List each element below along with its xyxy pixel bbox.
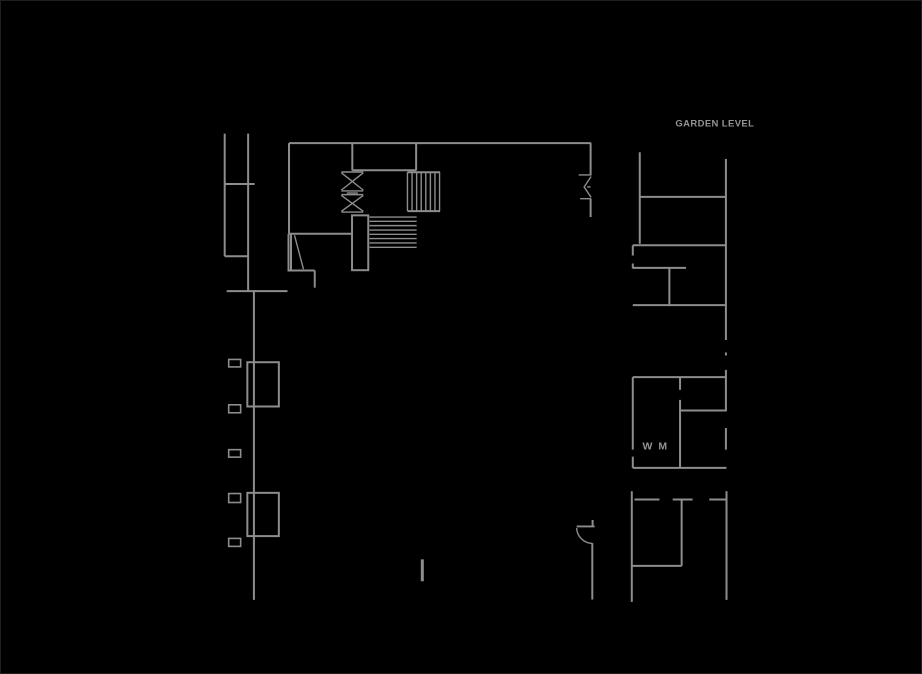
footing-square — [227, 358, 242, 368]
symbols-group — [340, 171, 593, 545]
room-label: M — [658, 442, 667, 453]
footing-square — [227, 492, 242, 504]
footing-squares-group — [227, 358, 242, 548]
walls-group — [223, 133, 728, 602]
symbol-path — [340, 193, 364, 213]
symbol-path — [575, 527, 593, 545]
level-title-label: GARDEN LEVEL — [675, 119, 754, 130]
symbol-path — [340, 171, 364, 192]
footing-square — [227, 537, 242, 548]
pier-rect — [246, 361, 280, 408]
room-label: W — [642, 442, 652, 453]
stair-treads-and-details-group — [293, 172, 441, 270]
detail-line — [293, 235, 305, 270]
symbol-path — [578, 174, 592, 200]
footing-square — [227, 448, 242, 458]
pier-rect — [351, 214, 370, 272]
footing-square — [227, 404, 242, 414]
pier-rect — [246, 491, 280, 538]
pier-rectangles-group — [246, 214, 370, 538]
